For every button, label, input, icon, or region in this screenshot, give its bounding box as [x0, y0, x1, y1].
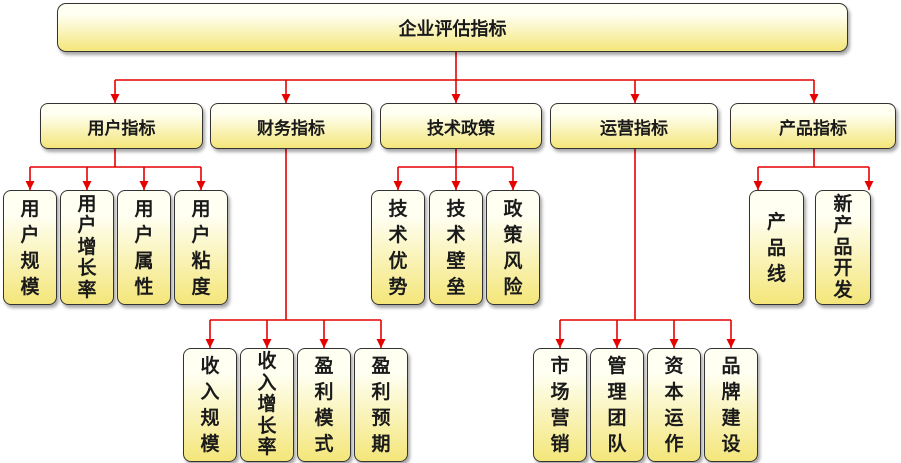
category-node-product: 产品指标 [730, 103, 896, 149]
indicator-node-new-product-development: 新产品开发 [815, 190, 871, 305]
indicator-label: 技术壁垒 [446, 197, 466, 298]
indicator-node-tech-barrier: 技术壁垒 [429, 190, 483, 305]
indicator-label: 技术优势 [388, 197, 408, 298]
category-label: 产品指标 [779, 118, 847, 139]
indicator-label: 用户属性 [134, 197, 154, 298]
indicator-node-management-team: 管理团队 [590, 348, 644, 462]
indicator-node-profit-expectation: 盈利预期 [354, 348, 408, 462]
category-node-operations: 运营指标 [550, 103, 718, 149]
indicator-node-revenue-growth-rate: 收入增长率 [240, 348, 294, 462]
root-label: 企业评估指标 [398, 18, 507, 40]
indicator-label: 盈利预期 [371, 355, 391, 455]
indicator-label: 品牌建设 [721, 355, 741, 455]
category-label: 用户指标 [87, 118, 156, 139]
indicator-label: 用户粘度 [191, 197, 211, 298]
category-node-user: 用户指标 [40, 103, 203, 149]
indicator-node-profit-model: 盈利模式 [297, 348, 351, 462]
indicator-node-user-scale: 用户规模 [3, 190, 57, 305]
indicator-node-product-line: 产品线 [749, 190, 804, 305]
indicator-label: 管理团队 [607, 355, 627, 455]
indicator-label: 用户规模 [20, 197, 40, 298]
indicator-node-tech-advantage: 技术优势 [371, 190, 425, 305]
category-node-tech-policy: 技术政策 [380, 103, 542, 149]
indicator-label: 政策风险 [503, 197, 523, 298]
category-label: 技术政策 [427, 118, 495, 139]
indicator-label: 产品线 [766, 210, 786, 285]
indicator-node-marketing: 市场营销 [533, 348, 587, 462]
indicator-label: 新产品开发 [833, 192, 853, 301]
indicator-label: 盈利模式 [314, 355, 334, 455]
category-label: 运营指标 [600, 118, 668, 139]
indicator-label: 收入增长率 [257, 350, 277, 459]
indicator-node-capital-operation: 资本运作 [647, 348, 701, 462]
indicator-label: 收入规模 [200, 355, 220, 455]
indicator-node-user-stickiness: 用户粘度 [174, 190, 228, 305]
category-node-finance: 财务指标 [210, 103, 372, 149]
indicator-node-brand-building: 品牌建设 [704, 348, 758, 462]
indicator-node-user-growth-rate: 用户增长率 [60, 190, 114, 305]
indicator-node-policy-risk: 政策风险 [486, 190, 540, 305]
indicator-label: 市场营销 [550, 355, 570, 455]
indicator-node-user-attributes: 用户属性 [117, 190, 171, 305]
indicator-label: 用户增长率 [77, 192, 97, 301]
category-label: 财务指标 [257, 118, 325, 139]
indicator-node-revenue-scale: 收入规模 [183, 348, 237, 462]
root-node: 企业评估指标 [57, 3, 848, 52]
indicator-label: 资本运作 [664, 355, 684, 455]
